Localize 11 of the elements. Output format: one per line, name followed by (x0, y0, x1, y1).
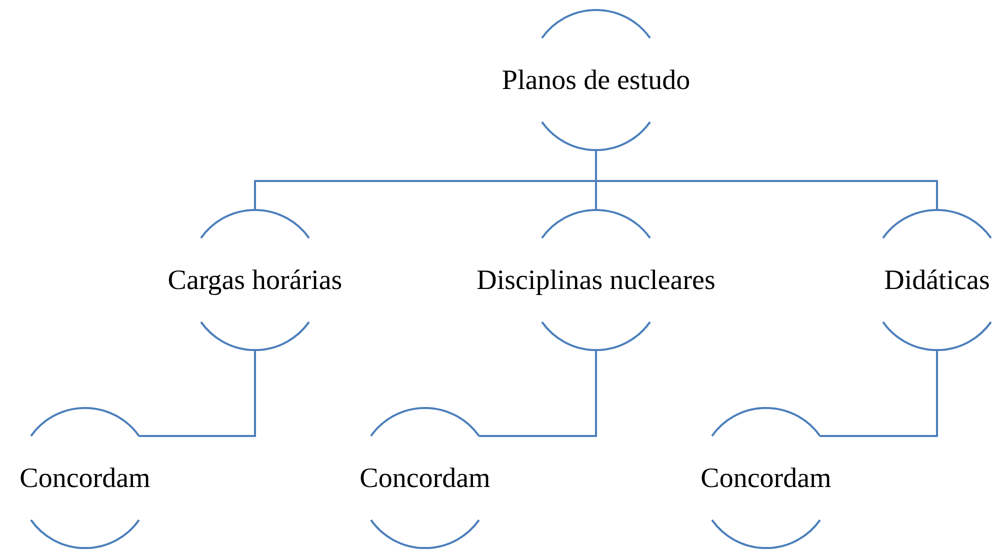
node-label: Concordam (700, 462, 832, 496)
connector-line (595, 150, 938, 210)
connector-line (820, 350, 938, 437)
node-label: Didáticas (883, 264, 991, 298)
node-label: Planos de estudo (500, 64, 692, 98)
node-label: Disciplinas nucleares (476, 264, 716, 298)
node-label: Cargas horárias (166, 264, 344, 298)
connector-line (139, 350, 256, 437)
connector-line (479, 350, 597, 437)
node-label: Concordam (18, 462, 152, 496)
node-label: Concordam (358, 462, 492, 496)
